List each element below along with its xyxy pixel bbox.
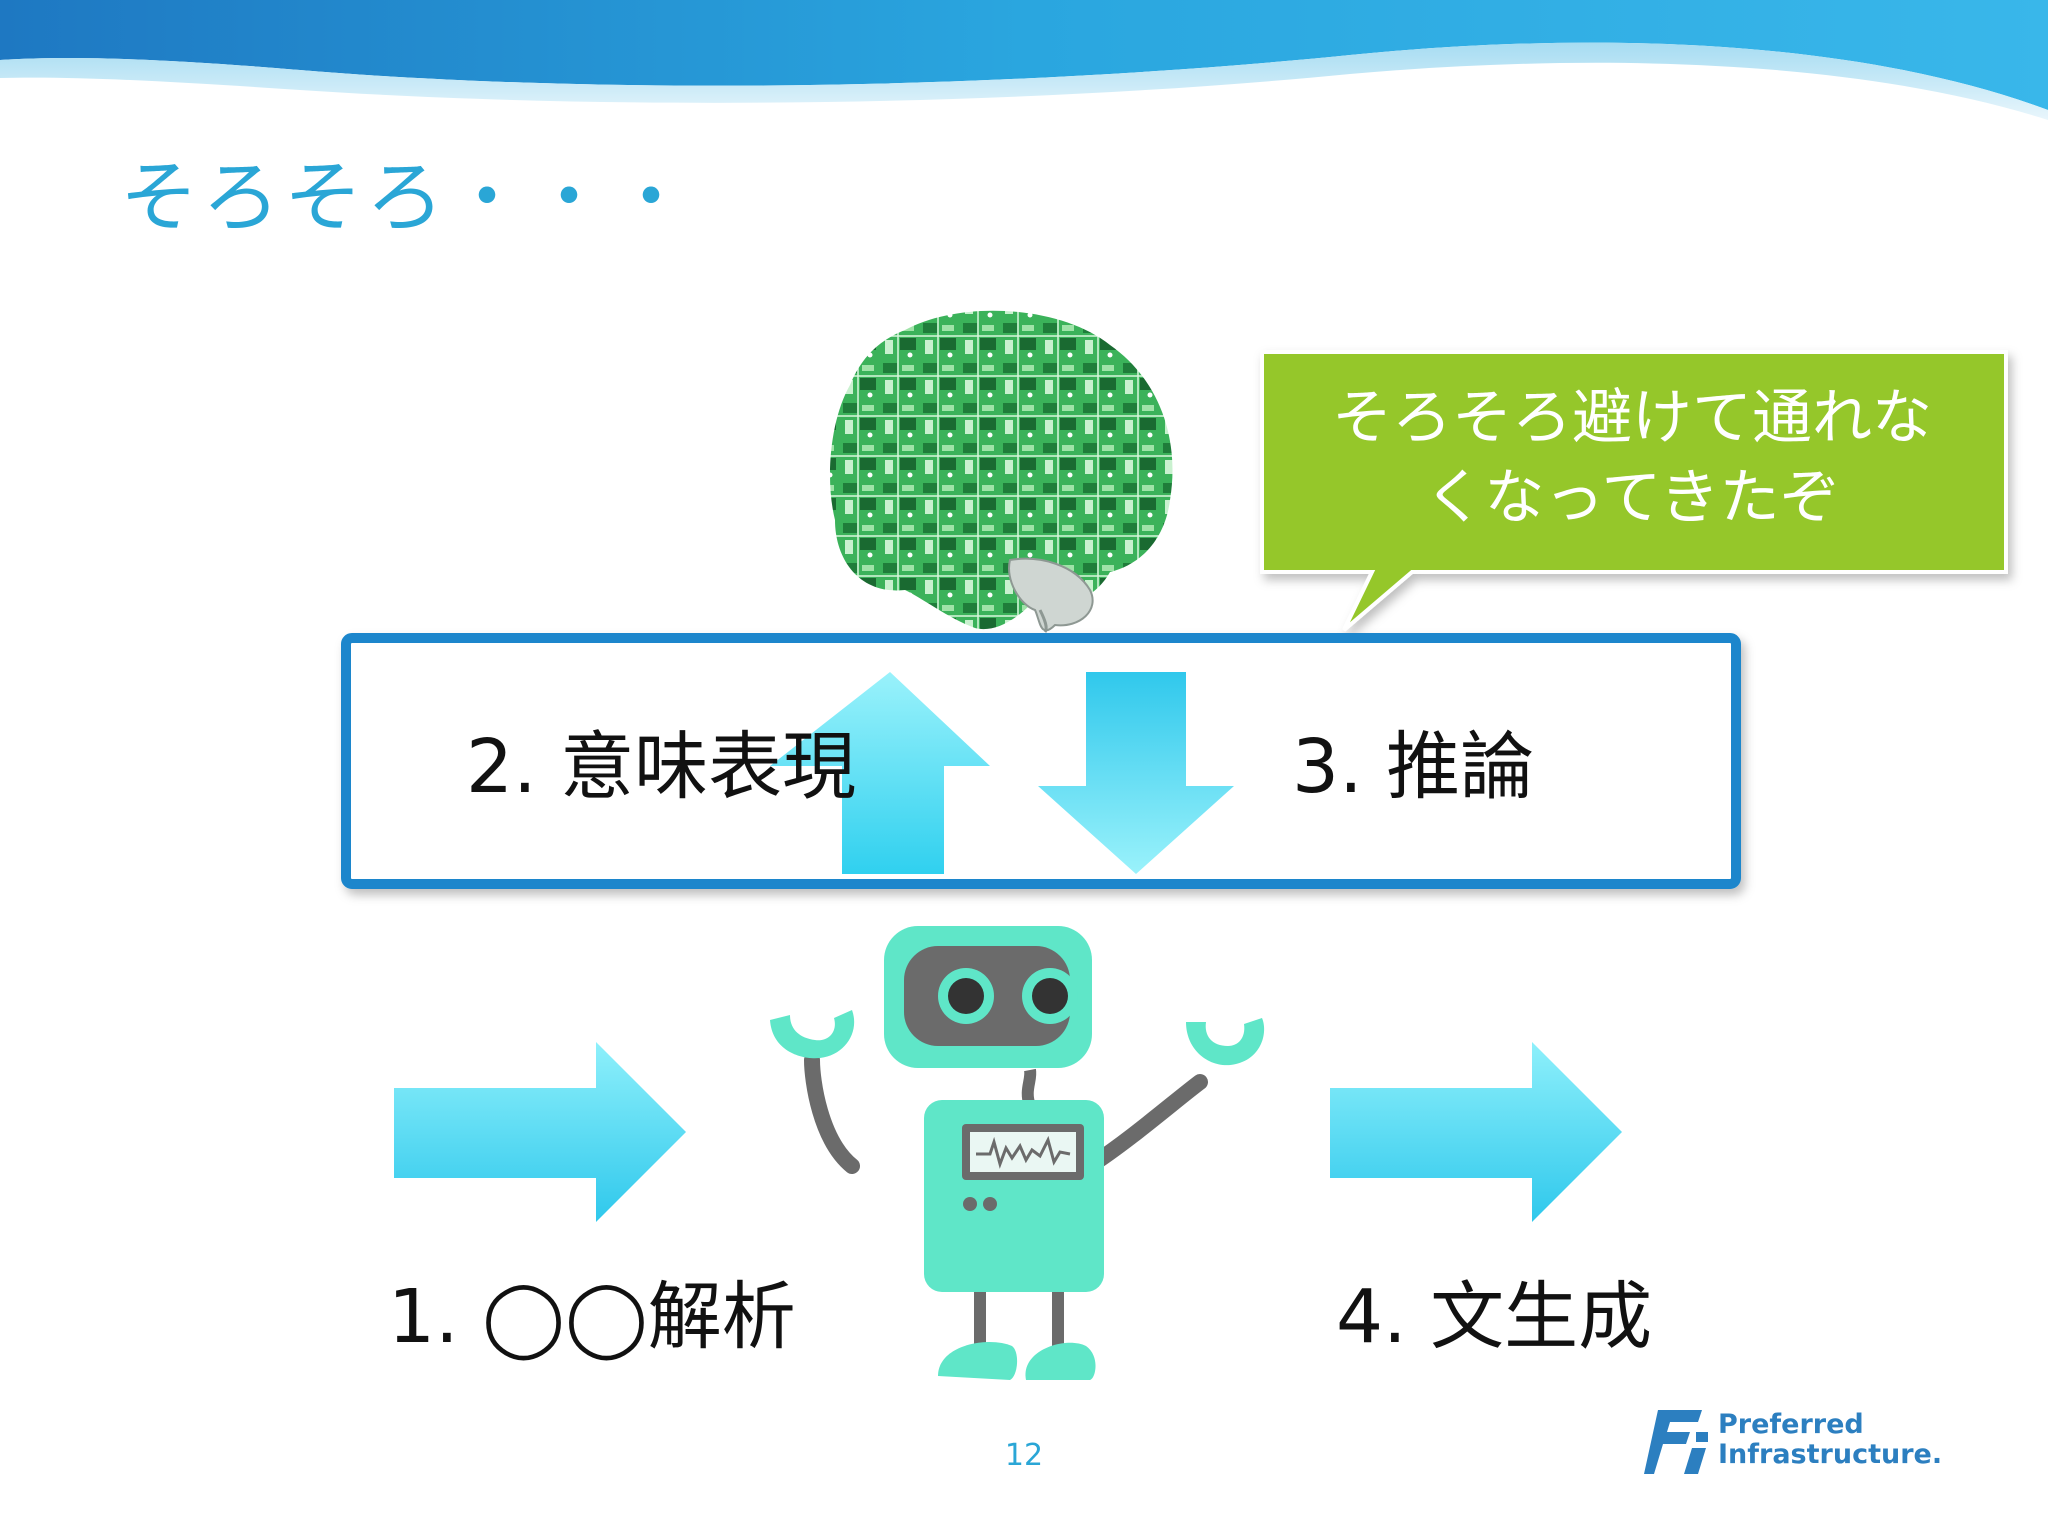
slide-title: そろそろ・・・ <box>120 153 695 243</box>
callout-line-1: そろそろ避けて通れな <box>1332 383 1932 453</box>
logo-line-1: Preferred <box>1718 1409 1864 1440</box>
company-logo-text: Preferred Infrastructure. <box>1718 1410 1942 1470</box>
step-label-inference: 3. 推論 <box>1292 724 1535 810</box>
speech-callout <box>1260 350 2008 632</box>
logo-line-2: Infrastructure. <box>1718 1439 1943 1470</box>
callout-line-2: くなってきたぞ <box>1424 463 1840 533</box>
knowledge-box <box>341 633 1741 889</box>
step-label-text-generation: 4. 文生成 <box>1336 1274 1653 1360</box>
header-wave-decoration <box>0 0 2048 120</box>
arrow-down-icon <box>1038 672 1234 874</box>
arrow-right-icon <box>394 1042 686 1222</box>
arrow-up-icon <box>770 672 990 874</box>
step-label-semantic-representation: 2. 意味表現 <box>466 724 857 810</box>
page-number: 12 <box>1004 1438 1044 1473</box>
step-label-analysis: 1. ◯◯解析 <box>388 1274 796 1360</box>
robot-icon <box>770 926 1265 1380</box>
brain-circuit-icon <box>830 310 1173 633</box>
company-logo-icon <box>1644 1410 1708 1474</box>
callout-text: そろそろ避けて通れな くなってきたぞ <box>1262 378 2002 538</box>
arrow-right-icon <box>1330 1042 1622 1222</box>
